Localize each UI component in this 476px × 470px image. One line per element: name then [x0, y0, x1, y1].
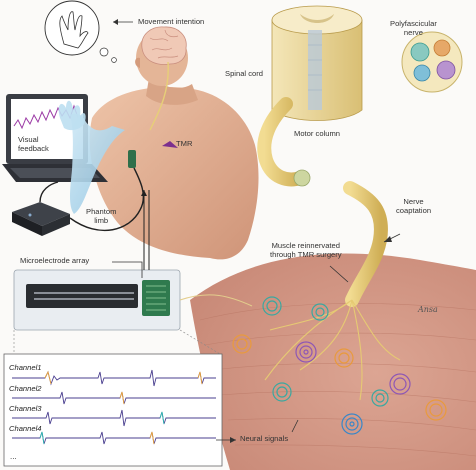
distal-nerve	[343, 181, 388, 307]
recording-box-icon	[12, 202, 70, 236]
box-cable	[69, 167, 144, 232]
electrode-chip-icon	[26, 280, 170, 316]
label-nerve-coaptation: Nerve coaptation	[396, 197, 432, 215]
array-pointer	[112, 261, 143, 278]
tmr-label-arrow	[329, 265, 349, 283]
spinal-cord	[271, 5, 363, 121]
label-neural-signals: Neural signals	[240, 434, 289, 443]
nerve-cut-end	[293, 169, 311, 187]
phantom-arm	[70, 113, 125, 214]
label-movement-intention: Movement intention	[138, 17, 205, 26]
channel-label-4: Channel4	[9, 424, 42, 433]
channel-ellipsis: ...	[10, 452, 17, 461]
brain-nerve	[149, 61, 169, 131]
channel-label-1: Channel1	[9, 363, 42, 372]
label-polyfascicular-nerve: Polyfascicular nerve	[390, 19, 437, 37]
label-tmr: TMR	[176, 139, 193, 148]
brain-icon	[141, 26, 187, 65]
channel-traces	[12, 369, 216, 445]
label-muscle-reinnervated: Muscle reinnervated through TMR surgery	[270, 241, 342, 259]
nerve-root	[257, 97, 307, 187]
torso	[89, 87, 259, 260]
motor-unit-rings	[232, 296, 447, 435]
signal-link	[143, 190, 150, 270]
tmr-arrow	[162, 141, 178, 148]
label-microelectrode-array: Microelectrode array	[20, 256, 90, 265]
artist-signature: Ansa	[418, 305, 438, 314]
laptop-cable	[39, 181, 59, 203]
neck	[146, 72, 198, 105]
muscle-fibers	[199, 303, 476, 457]
muscle-tissue	[190, 253, 476, 470]
nerve-branches	[264, 299, 401, 401]
ear	[135, 57, 140, 68]
channel-label-2: Channel2	[9, 384, 42, 393]
panel-muscle-link	[179, 294, 253, 307]
hand-thought-icon	[44, 0, 117, 63]
motor-column	[308, 30, 322, 110]
phantom-hand	[58, 100, 86, 131]
implant-chip	[128, 150, 136, 168]
label-spinal-cord: Spinal cord	[225, 69, 263, 78]
channel-label-3: Channel3	[9, 404, 42, 413]
polyfascicular-nerve-icon	[401, 31, 463, 93]
panel-connector	[13, 329, 221, 355]
label-visual-feedback: Visual feedback	[18, 135, 49, 153]
neural-signals-panel	[3, 353, 223, 467]
label-phantom-limb: Phantom limb	[86, 207, 117, 225]
label-motor-column: Motor column	[294, 129, 341, 138]
